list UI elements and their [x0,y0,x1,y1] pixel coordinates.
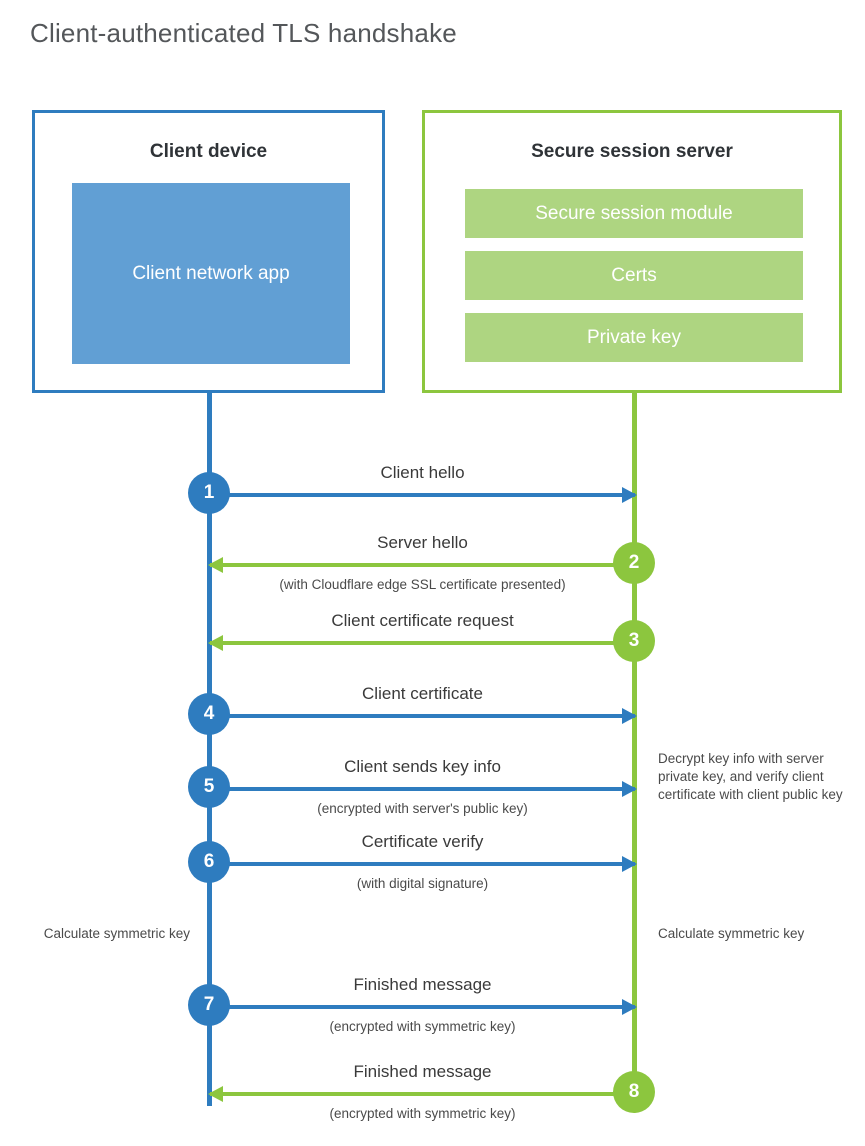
server-module-secure-session: Secure session module [465,189,803,238]
message-arrow-1 [210,493,635,497]
message-label-4: Client certificate [362,684,483,703]
message-sub-5: (encrypted with server's public key) [317,801,528,816]
message-label-8: Finished message [353,1062,492,1081]
message-arrow-5 [210,787,635,791]
client-lifeline [207,391,212,1106]
step-circle-4: 4 [188,693,230,735]
server-module-list: Secure session module Certs Private key [465,189,803,375]
message-arrow-3 [210,641,635,645]
arrow-head-right-icon [622,781,637,797]
secure-session-server-box: Secure session server Secure session mod… [422,110,842,393]
step-circle-3: 3 [613,620,655,662]
step-circle-5: 5 [188,766,230,808]
message-sub-2: (with Cloudflare edge SSL certificate pr… [279,577,566,592]
client-device-box: Client device Client network app [32,110,385,393]
arrow-head-right-icon [622,487,637,503]
message-sub-6: (with digital signature) [356,876,489,891]
client-network-app-block: Client network app [72,183,350,364]
server-module-private-key: Private key [465,313,803,362]
arrow-head-right-icon [622,708,637,724]
step-circle-7: 7 [188,984,230,1026]
server-decrypt-note: Decrypt key info with server private key… [658,751,843,802]
client-calculate-note: Calculate symmetric key [43,926,190,941]
step-circle-2: 2 [613,542,655,584]
message-label-6: Certificate verify [361,832,484,851]
message-arrow-7 [210,1005,635,1009]
message-label-3: Client certificate request [331,611,514,630]
page-title: Client-authenticated TLS handshake [30,18,457,48]
arrow-head-left-icon [208,557,223,573]
step-circle-6: 6 [188,841,230,883]
step-circle-1: 1 [188,472,230,514]
arrow-head-left-icon [208,635,223,651]
message-arrow-4 [210,714,635,718]
message-label-5: Client sends key info [344,757,501,776]
message-arrow-2 [210,563,635,567]
message-arrow-8 [210,1092,635,1096]
client-device-title: Client device [149,141,268,162]
arrow-head-right-icon [622,856,637,872]
message-sub-7: (encrypted with symmetric key) [329,1019,516,1034]
arrow-head-left-icon [208,1086,223,1102]
message-label-7: Finished message [353,975,492,994]
server-calculate-note: Calculate symmetric key [658,926,805,941]
server-lifeline [632,391,637,1092]
server-module-certs: Certs [465,251,803,300]
message-label-2: Server hello [377,533,468,552]
arrow-head-right-icon [622,999,637,1015]
message-sub-8: (encrypted with symmetric key) [329,1106,516,1121]
step-circle-8: 8 [613,1071,655,1113]
secure-session-server-title: Secure session server [531,141,733,162]
message-label-1: Client hello [380,463,465,482]
message-arrow-6 [210,862,635,866]
